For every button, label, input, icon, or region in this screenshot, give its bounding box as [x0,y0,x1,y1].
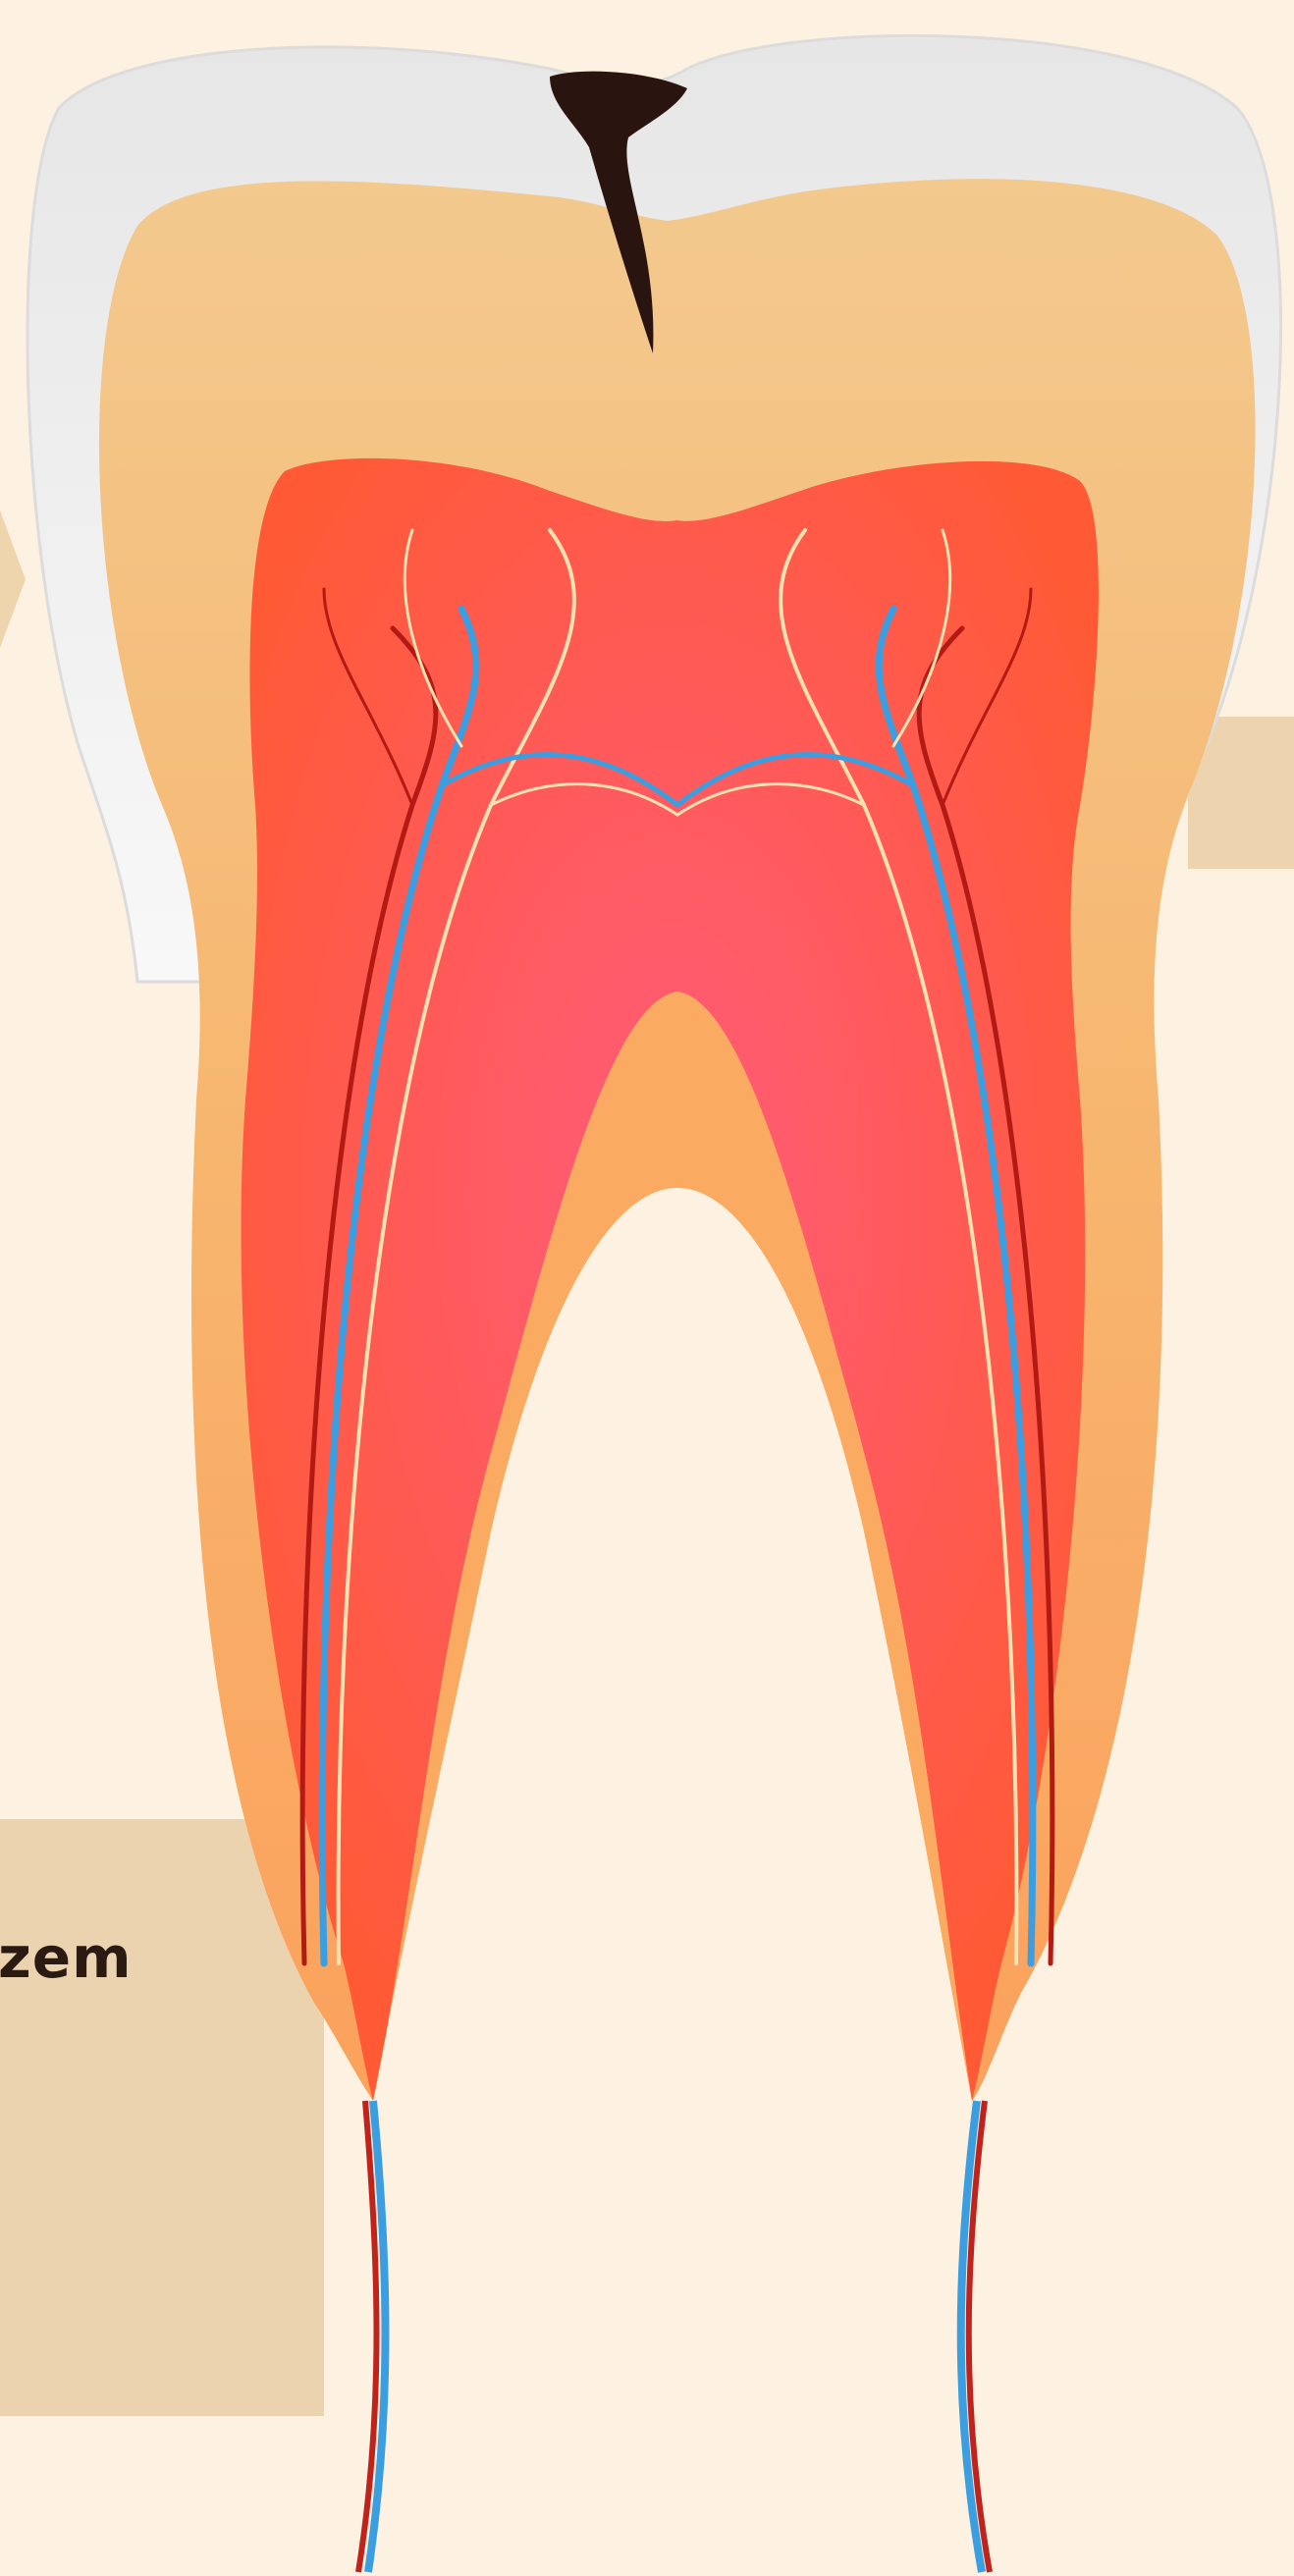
tooth-cross-section-illustration [0,0,1294,2576]
